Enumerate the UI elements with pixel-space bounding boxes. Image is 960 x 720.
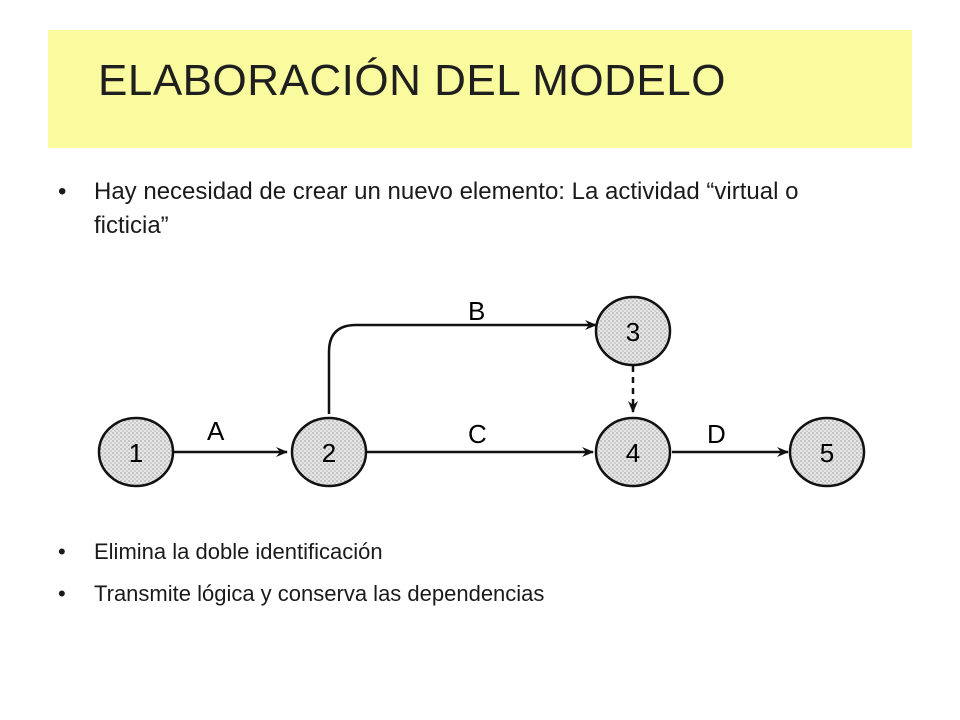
bullet-dot: • <box>58 581 66 606</box>
node-1: 1 <box>97 416 175 488</box>
node-5-label: 5 <box>820 438 834 468</box>
title-banner <box>48 30 912 148</box>
activity-network-diagram: A B C D 1 2 3 4 5 <box>97 295 866 488</box>
bullet-logic-dependencies: • Transmite lógica y conserva las depend… <box>58 577 758 611</box>
node-4: 4 <box>594 416 672 488</box>
edge-label-a: A <box>207 416 225 446</box>
bullet-dot: • <box>58 178 67 205</box>
edge-b <box>327 320 597 414</box>
node-1-label: 1 <box>129 438 143 468</box>
bullet-dot: • <box>58 539 66 564</box>
bullet-text: Transmite lógica y conserva las dependen… <box>94 581 545 606</box>
edge-label-d: D <box>707 419 726 449</box>
bullet-double-id: • Elimina la doble identificación <box>58 535 758 569</box>
node-2: 2 <box>290 416 368 488</box>
bullet-text: Elimina la doble identificación <box>94 539 383 564</box>
bullet-virtual-activity: • Hay necesidad de crear un nuevo elemen… <box>58 175 818 255</box>
node-3-label: 3 <box>626 317 640 347</box>
edge-label-b: B <box>468 296 485 326</box>
bullet-text: Hay necesidad de crear un nuevo elemento… <box>94 178 799 239</box>
node-2-label: 2 <box>322 438 336 468</box>
edge-label-c: C <box>468 419 487 449</box>
node-4-label: 4 <box>626 438 640 468</box>
slide-title: ELABORACIÓN DEL MODELO <box>98 56 726 105</box>
node-5: 5 <box>788 416 866 488</box>
node-3: 3 <box>594 295 672 367</box>
